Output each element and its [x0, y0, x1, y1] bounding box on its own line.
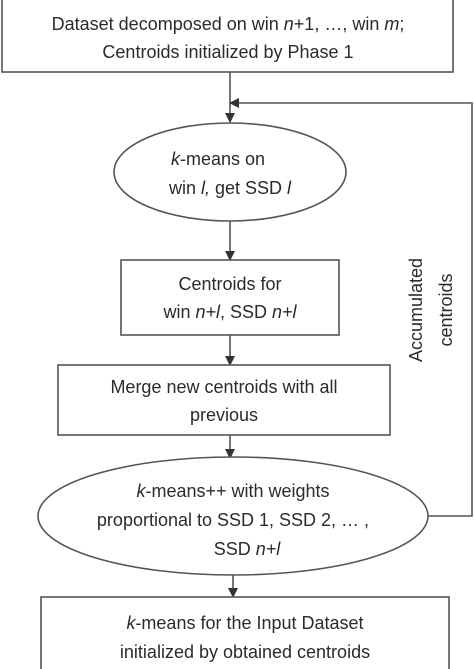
centroids-box-line1: Centroids for [178, 274, 281, 294]
final-box: k-means for the Input Dataset initialize… [40, 596, 450, 669]
feedback-label-line1: Accumulated [406, 258, 426, 362]
feedback-label-line2: centroids [436, 273, 456, 346]
centroids-box-line2: win n+l, SSD n+l [162, 302, 297, 322]
dataset-box-line2: Centroids initialized by Phase 1 [102, 42, 353, 62]
merge-box: Merge new centroids with all previous [57, 364, 391, 436]
centroids-box: Centroids for win n+l, SSD n+l [120, 259, 340, 336]
kmeans-window-ellipse: k-means on win l, get SSD l [113, 122, 347, 222]
final-box-line1: k-means for the Input Dataset [126, 613, 363, 633]
kmeanspp-line3: SSD n+l [214, 539, 282, 559]
kmeanspp-ellipse: k-means++ with weights proportional to S… [37, 456, 429, 576]
merge-box-line2: previous [190, 405, 258, 425]
feedback-label: Accumulated centroids [406, 258, 456, 362]
final-box-line2: initialized by obtained centroids [120, 642, 370, 662]
kmeans-window-line2: win l, get SSD l [168, 178, 292, 198]
kmeanspp-line2: proportional to SSD 1, SSD 2, … , [97, 510, 369, 530]
kmeanspp-line1: k-means++ with weights [136, 481, 329, 501]
dataset-box: Dataset decomposed on win n+1, …, win m;… [1, 0, 454, 73]
kmeans-window-line1: k-means on [171, 149, 265, 169]
merge-box-line1: Merge new centroids with all [110, 377, 337, 397]
dataset-box-line1: Dataset decomposed on win n+1, …, win m; [52, 14, 405, 34]
feedback-loop-line [229, 98, 473, 517]
